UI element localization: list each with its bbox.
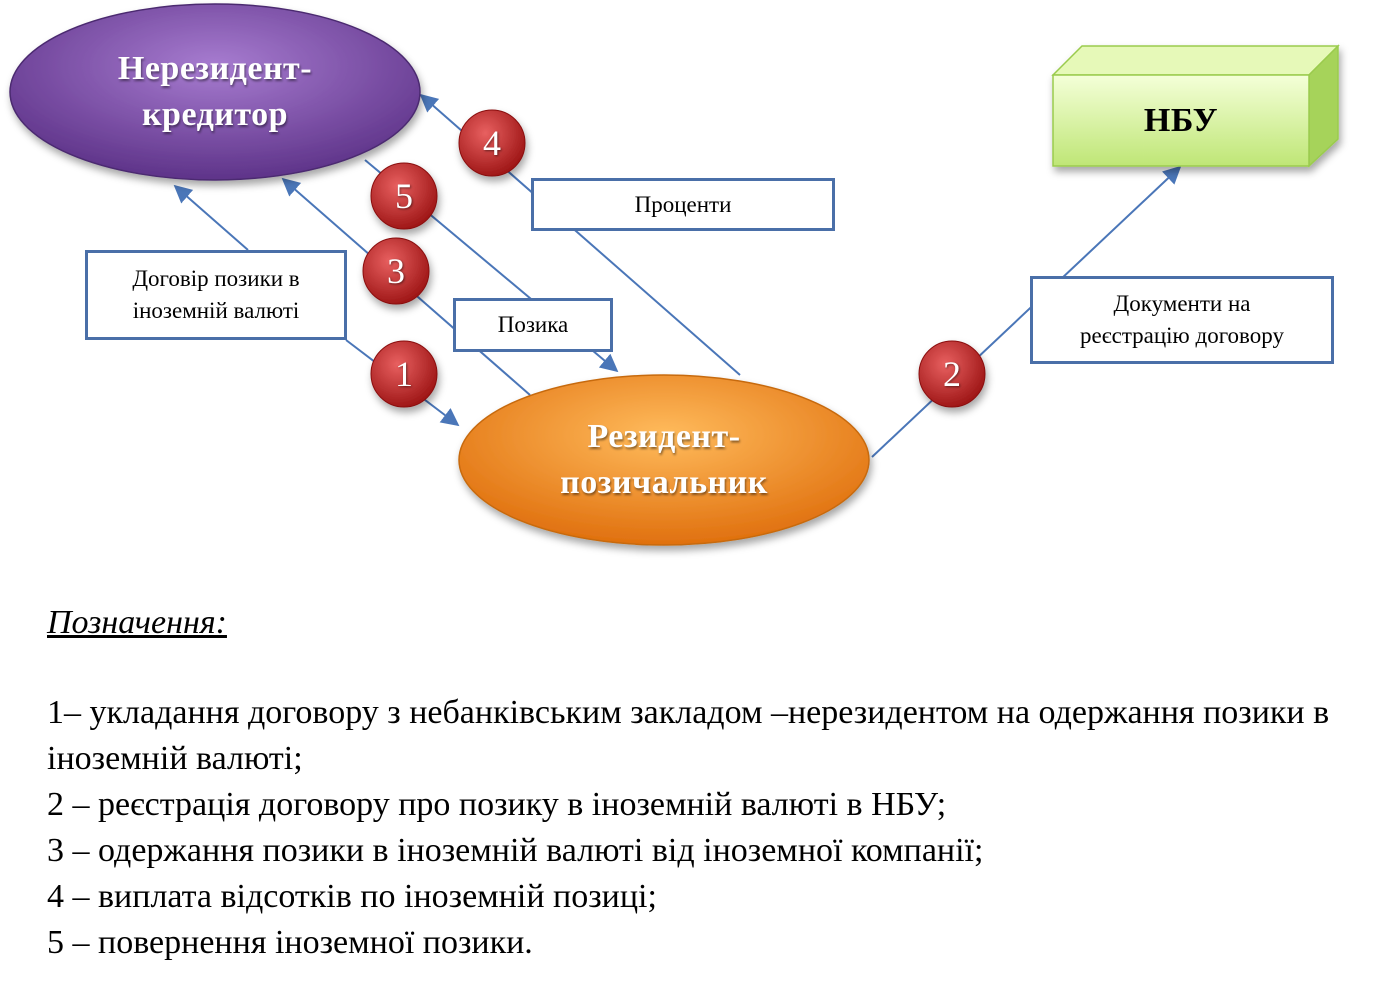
borrower-label: Резидент- позичальник (560, 418, 768, 501)
arrow-documents-to-nbu (871, 165, 1182, 458)
step-number-1: 1 (395, 354, 413, 394)
legend-title: Позначення: (47, 604, 227, 641)
legend-item-5: 5 – повернення іноземної позики. (47, 924, 533, 961)
step-number-3: 3 (387, 251, 405, 291)
contract-label-box: Договір позики в іноземній валюті (85, 250, 347, 340)
creditor-node (9, 3, 421, 181)
flow-diagram (9, 3, 1340, 546)
step-badges (362, 109, 986, 408)
nbu-node (1051, 44, 1340, 168)
legend-item-4: 4 – виплата відсотків по іноземній позиц… (47, 878, 657, 915)
legend: Позначення: 1– укладання договору з неба… (47, 600, 1367, 966)
legend-item-3: 3 – одержання позики в іноземній валюті … (47, 832, 984, 869)
step-badge-5 (370, 162, 438, 230)
interest-label: Проценти (634, 191, 732, 217)
step-badge-4 (458, 109, 526, 177)
documents-label-box: Документи на реєстрацію договору (1030, 276, 1334, 364)
contract-label: Договір позики в іноземній валюті (132, 266, 300, 323)
interest-label-box: Проценти (531, 178, 835, 231)
borrower-node (458, 374, 870, 546)
step-number-2: 2 (943, 354, 961, 394)
legend-item-1: 1– укладання договору з небанківським за… (47, 694, 1330, 777)
nbu-label: НБУ (1143, 102, 1219, 139)
loan-label: Позика (497, 312, 569, 337)
step-badge-1 (370, 340, 438, 408)
step-badge-3 (362, 237, 430, 305)
creditor-label: Нерезидент- кредитор (117, 50, 313, 133)
step-number-5: 5 (395, 176, 413, 216)
step-badge-2 (918, 340, 986, 408)
legend-item-2: 2 – реєстрація договору про позику в іно… (47, 786, 947, 823)
documents-label: Документи на реєстрацію договору (1080, 291, 1284, 348)
loan-label-box: Позика (453, 298, 613, 352)
step-number-4: 4 (483, 123, 501, 163)
arrow-contract-to-creditor (173, 184, 249, 251)
